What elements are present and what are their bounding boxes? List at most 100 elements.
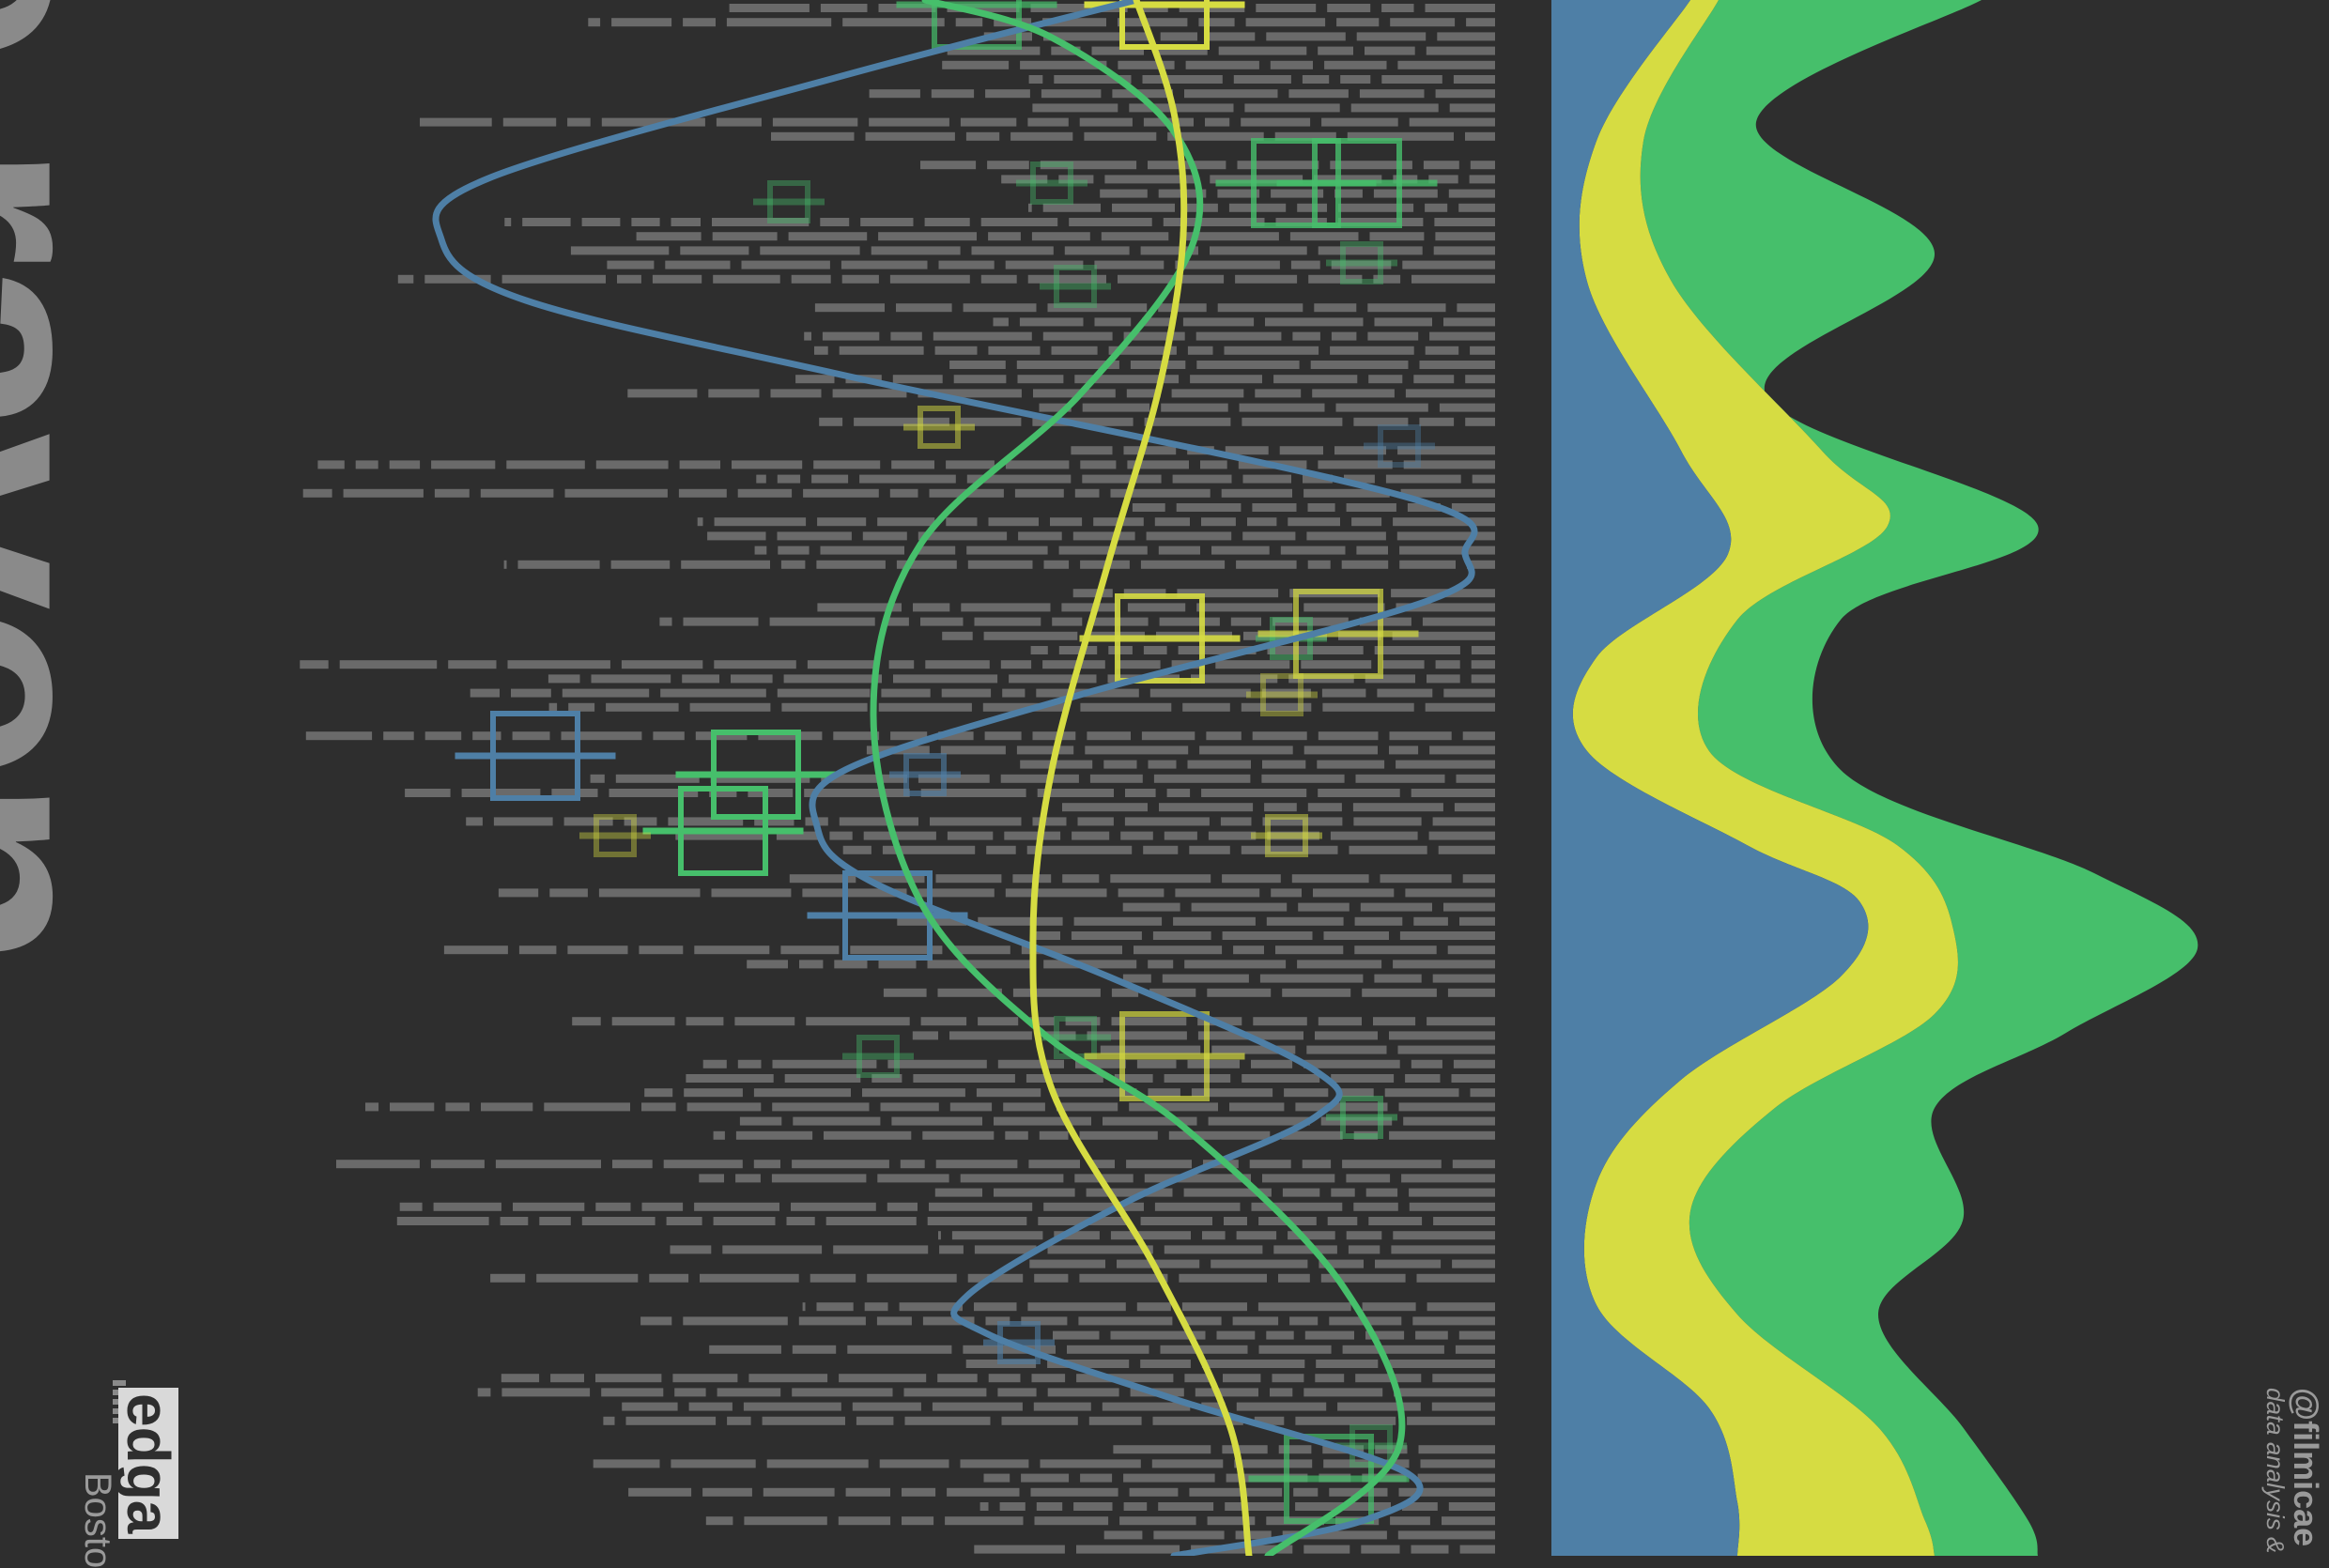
text-bar <box>570 246 670 255</box>
text-bar <box>551 789 598 797</box>
text-bar <box>683 617 759 626</box>
text-bar <box>443 945 508 955</box>
text-bar <box>1140 560 1226 569</box>
text-bar <box>1113 1445 1211 1454</box>
text-bar <box>1303 1545 1350 1554</box>
text-bar <box>1103 1530 1143 1540</box>
text-bar <box>1297 960 1382 969</box>
text-bar <box>1127 460 1189 469</box>
text-bar <box>1052 617 1083 626</box>
text-bar <box>1112 203 1175 212</box>
text-bar <box>1088 1416 1142 1425</box>
text-bar <box>713 1130 725 1140</box>
text-bar <box>1396 603 1495 612</box>
text-bar <box>1034 1273 1069 1283</box>
text-bar <box>1021 1316 1068 1326</box>
text-bar <box>1433 1217 1495 1225</box>
text-bar <box>1312 389 1395 398</box>
text-bar <box>1230 617 1261 626</box>
text-bar <box>1031 232 1090 241</box>
text-bar <box>967 560 1033 569</box>
text-bar <box>1443 902 1495 912</box>
text-bar <box>1437 32 1495 41</box>
text-bar <box>942 631 973 640</box>
text-bar <box>1306 531 1386 541</box>
text-bar <box>383 731 414 741</box>
text-bar <box>1447 945 1495 955</box>
text-bar <box>1076 1545 1180 1554</box>
text-bar <box>735 1130 813 1140</box>
text-bar <box>1132 503 1165 512</box>
marker-box <box>767 180 810 223</box>
text-bar <box>1047 1388 1119 1397</box>
text-bar <box>889 488 918 498</box>
text-bar <box>1148 960 1174 969</box>
streamgraph <box>1551 0 2198 1556</box>
text-bar <box>1094 260 1164 269</box>
text-bar <box>971 246 1054 255</box>
text-bar <box>864 1302 888 1312</box>
text-bar <box>671 1459 756 1468</box>
text-bar <box>1032 817 1067 826</box>
text-bar <box>1043 32 1149 41</box>
text-bar <box>1293 1487 1319 1497</box>
text-bar <box>1111 988 1139 997</box>
marker-box <box>856 1035 900 1078</box>
text-bar <box>1079 1273 1168 1283</box>
text-bar <box>1241 845 1338 854</box>
text-bar <box>1413 375 1455 384</box>
text-bar <box>934 1188 982 1197</box>
text-bar <box>1208 831 1257 840</box>
text-bar <box>1220 817 1252 826</box>
text-bar <box>1455 1345 1495 1354</box>
text-bar <box>1039 1130 1069 1140</box>
text-bar <box>1307 560 1331 569</box>
text-bar <box>1054 1231 1100 1240</box>
text-bar <box>771 1174 867 1183</box>
text-bar <box>1042 18 1106 27</box>
text-bar <box>935 1160 1018 1169</box>
text-bar <box>568 702 595 712</box>
text-bar <box>1367 331 1419 341</box>
text-bar <box>886 617 909 626</box>
text-bar <box>813 460 881 469</box>
text-bar <box>1076 1374 1174 1383</box>
text-bar <box>847 1345 952 1354</box>
text-bar <box>1218 46 1307 55</box>
text-bar <box>1208 1116 1310 1126</box>
text-bar <box>1217 303 1303 313</box>
text-bar <box>1080 702 1172 712</box>
text-bar <box>665 260 731 269</box>
text-bar <box>744 1516 827 1526</box>
text-bar <box>1072 531 1135 541</box>
text-bar <box>918 389 1022 398</box>
text-bar <box>424 731 462 741</box>
text-bar <box>1265 317 1364 327</box>
text-bar <box>863 831 936 840</box>
text-bar <box>770 389 822 398</box>
text-bar <box>611 18 672 27</box>
text-bar <box>776 831 819 840</box>
text-bar <box>1292 331 1320 341</box>
text-bar <box>1337 218 1424 226</box>
text-bar <box>1419 361 1495 369</box>
text-bar <box>1122 902 1180 912</box>
text-bar <box>953 945 1010 955</box>
text-bar <box>1344 474 1375 484</box>
marker-box <box>1350 1424 1393 1468</box>
text-bar <box>820 4 868 12</box>
text-bar <box>817 603 902 612</box>
text-bar <box>1190 375 1262 384</box>
text-bar <box>1142 317 1172 327</box>
text-bar <box>1398 1102 1495 1112</box>
text-bar <box>1427 1302 1495 1312</box>
text-bar <box>1432 817 1495 826</box>
text-bar <box>999 1502 1026 1511</box>
text-bar <box>1422 617 1495 626</box>
text-bar <box>1365 1330 1405 1340</box>
text-bar <box>1281 1130 1343 1140</box>
text-bar <box>1425 346 1459 355</box>
text-bar <box>694 945 770 955</box>
text-bar <box>563 817 613 826</box>
text-bar <box>1306 1045 1387 1054</box>
